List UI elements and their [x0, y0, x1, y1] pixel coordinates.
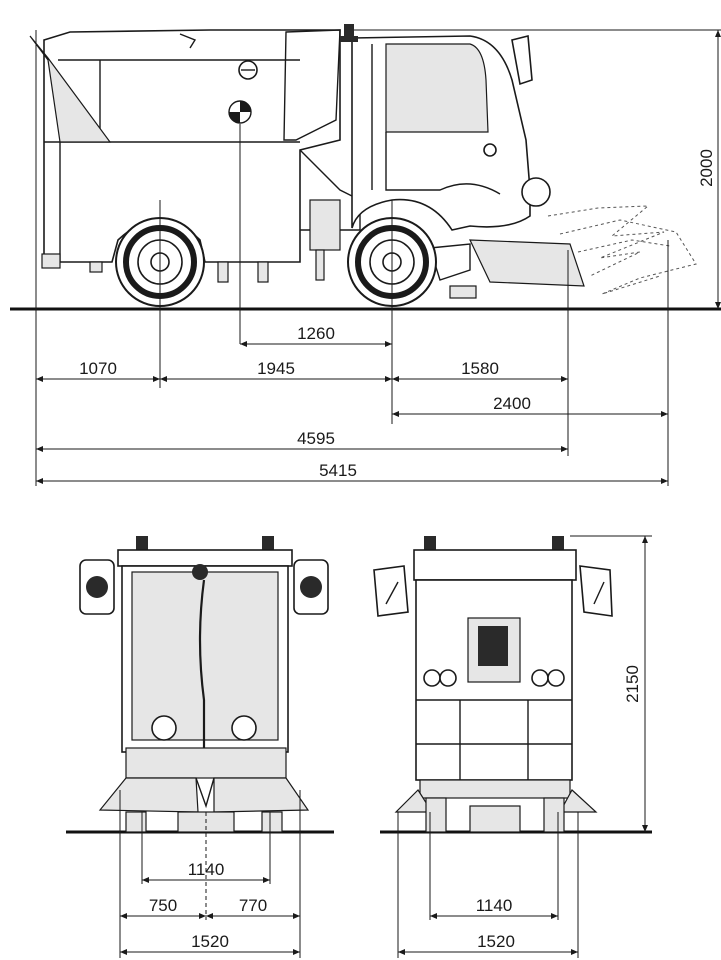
- front-brush-arm: [469, 239, 585, 287]
- front-lamp-left: [151, 715, 177, 741]
- dim-front-width-label: 1520: [191, 932, 229, 951]
- front-beacon-left-icon: [136, 536, 148, 550]
- center-of-mass-icon: [228, 100, 252, 124]
- dim-rear-overhang-label: 1070: [79, 359, 117, 378]
- rear-lamp-2: [439, 669, 457, 687]
- front-lamp-right: [231, 715, 257, 741]
- front-lamp: [521, 177, 551, 207]
- rear-mirror-left: [373, 565, 409, 617]
- cab-door-lines: [371, 44, 501, 195]
- rear-lamp-4: [547, 669, 565, 687]
- rear-lamp-1: [423, 669, 441, 687]
- rear-panel-grille: [478, 626, 508, 666]
- dim-rear-height-label: 2150: [623, 665, 642, 703]
- hopper-panel-lines: [44, 59, 300, 262]
- dim-wheelbase-label: 1945: [257, 359, 295, 378]
- rear-beacon-right-icon: [552, 536, 564, 550]
- side-view: 2000 1260 1070 1945 1580 2400 4595 5415: [10, 24, 721, 486]
- rear-mirror-right: [579, 565, 613, 617]
- dim-rear-track-label: 1140: [476, 896, 513, 915]
- dim-com-label: 1260: [297, 324, 335, 343]
- wiper-arm: [198, 579, 206, 748]
- dim-front-track-label: 1140: [188, 860, 225, 879]
- front-lower-chassis: [125, 747, 287, 779]
- dim-body-length-label: 4595: [297, 429, 335, 448]
- rear-roof: [413, 549, 577, 581]
- cab-window-upper: [385, 43, 489, 133]
- dim-brush-right-label: 770: [239, 896, 267, 915]
- rear-lamp-3: [531, 669, 549, 687]
- brush-left: [98, 777, 199, 813]
- dim-front-brush-label: 1580: [461, 359, 499, 378]
- rear-beacon-left-icon: [424, 536, 436, 550]
- rear-view: 2150 1140 1520: [373, 535, 652, 958]
- front-view: 1140 750 770 1520: [66, 536, 334, 958]
- dim-rear-width-label: 1520: [477, 932, 515, 951]
- dim-max-reach-label: 2400: [493, 394, 531, 413]
- brush-swing-outline-1: [547, 205, 665, 277]
- dim-brush-left-label: 750: [149, 896, 177, 915]
- rear-wheel-left: [425, 797, 447, 833]
- hopper-body: [43, 29, 341, 263]
- brush-right: [213, 777, 310, 813]
- rear-wheel-right: [543, 797, 565, 833]
- hopper-cover: [283, 29, 341, 141]
- hopper-latch: [179, 33, 197, 49]
- dim-total-length-label: 5415: [319, 461, 357, 480]
- side-beacon-icon: [344, 24, 354, 40]
- dim-height-label: 2000: [697, 149, 716, 187]
- front-beacon-right-icon: [262, 536, 274, 550]
- hopper-lid: [29, 35, 112, 143]
- brush-swing-outline-2: [559, 219, 697, 295]
- side-mirror: [511, 34, 533, 86]
- front-roof: [117, 549, 293, 567]
